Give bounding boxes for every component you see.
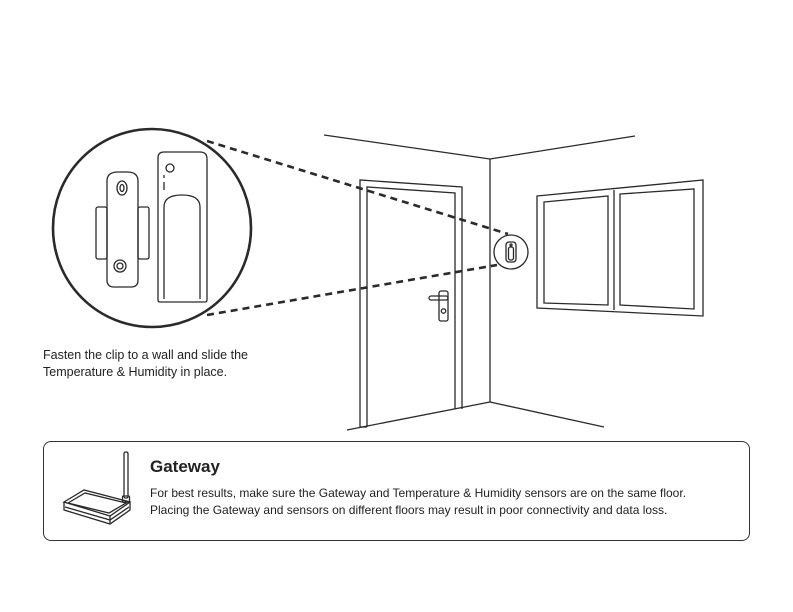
room-walls — [323, 134, 636, 431]
caption-line-2: Temperature & Humidity in place. — [43, 365, 228, 379]
wall-sensor — [493, 234, 529, 270]
wall-clip — [95, 171, 150, 288]
gateway-note-box: Gateway For best results, make sure the … — [43, 441, 750, 541]
caption-line-1: Fasten the clip to a wall and slide the — [43, 348, 248, 362]
gateway-title: Gateway — [150, 457, 220, 476]
gateway-device-icon — [62, 451, 132, 525]
window — [536, 179, 704, 317]
gateway-line-1: For best results, make sure the Gateway … — [150, 486, 687, 500]
sensor-device — [157, 151, 208, 303]
gateway-description: For best results, make sure the Gateway … — [150, 485, 686, 519]
door — [359, 179, 463, 428]
magnified-view — [51, 127, 253, 329]
door-handle — [428, 290, 449, 322]
installation-caption: Fasten the clip to a wall and slide the … — [43, 347, 303, 381]
callout-lines — [206, 139, 509, 317]
gateway-line-2: Placing the Gateway and sensors on diffe… — [150, 503, 668, 517]
